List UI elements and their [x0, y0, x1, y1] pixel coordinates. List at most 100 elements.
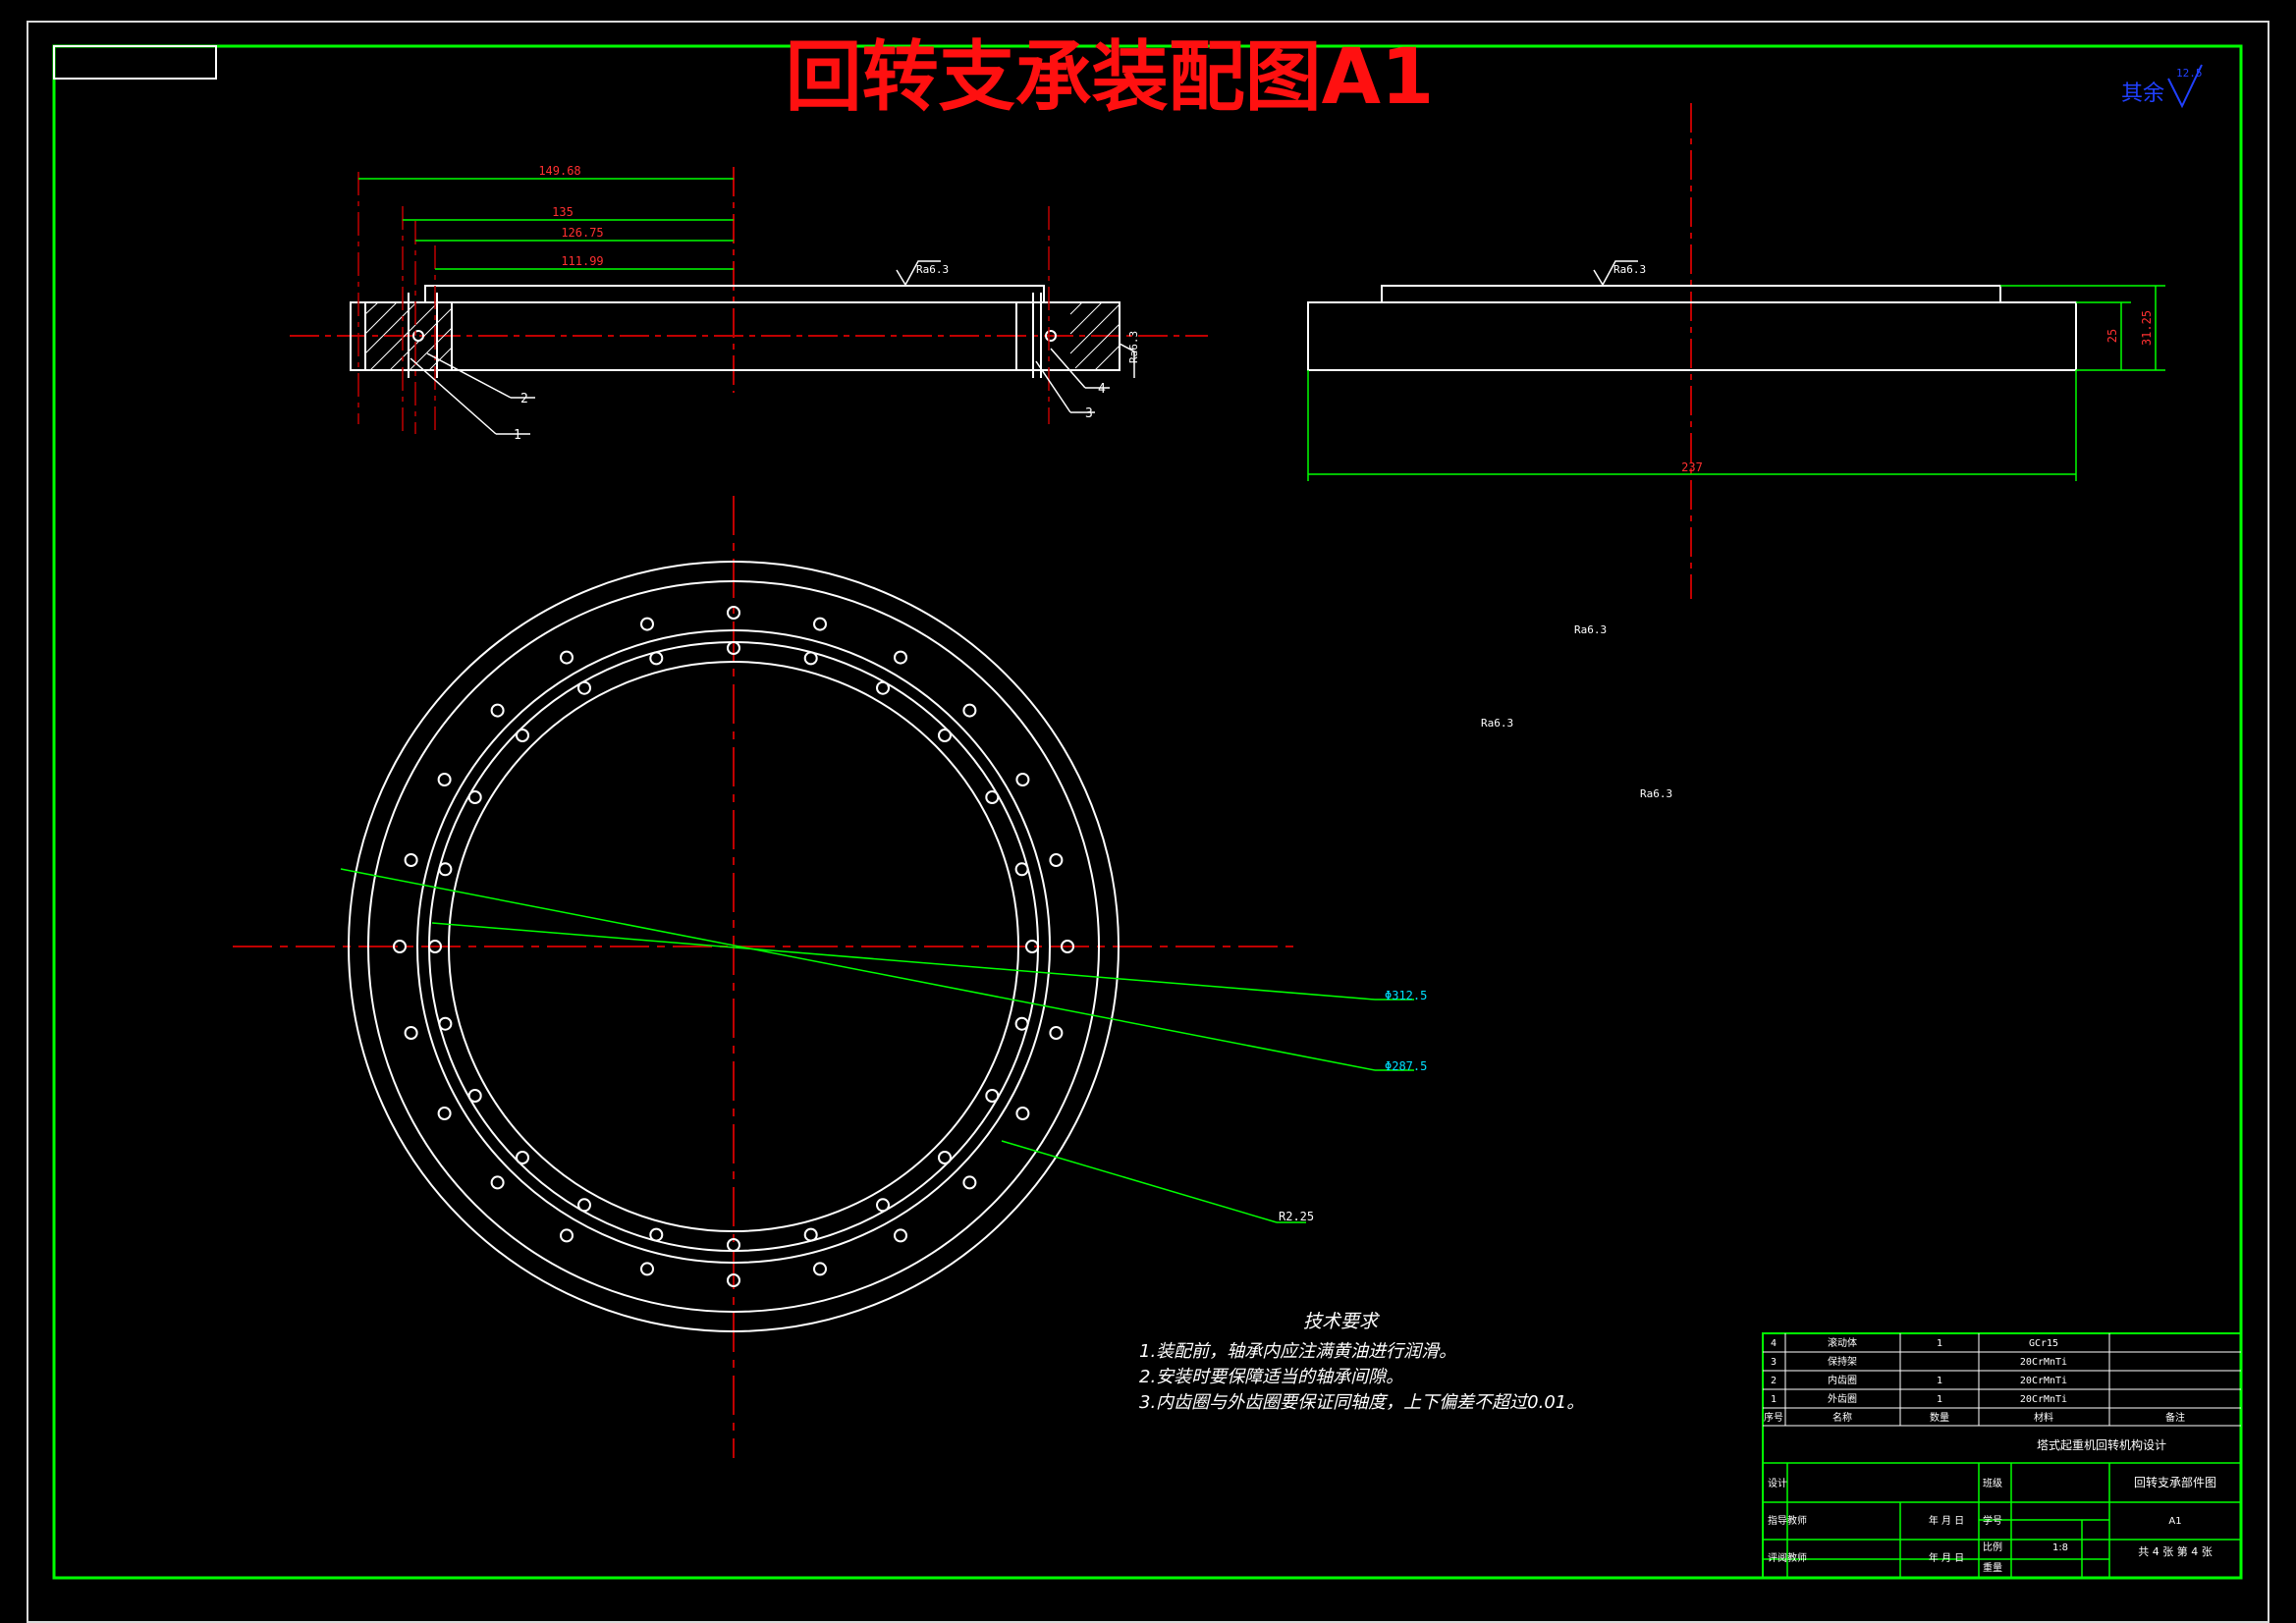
- dim-237: 237: [1681, 460, 1703, 474]
- callout-1: 1: [514, 428, 521, 443]
- drawing-name: 回转支承部件图: [2134, 1475, 2216, 1489]
- roughness-front-right-icon: [1119, 343, 1135, 378]
- dim-126-75: 126.75: [561, 226, 603, 240]
- dim-111-99: 111.99: [561, 254, 603, 268]
- bolt-hole: [1049, 1026, 1064, 1040]
- roughness-label-1: Ra6.3: [1574, 623, 1607, 636]
- bolt-hole: [727, 1273, 740, 1287]
- bolt-hole: [649, 651, 664, 666]
- bolt-hole: [727, 641, 740, 655]
- ball-left: [412, 330, 424, 342]
- bolt-hole: [438, 1016, 453, 1031]
- bolt-hole: [490, 703, 505, 718]
- svg-text:学号: 学号: [1983, 1514, 2002, 1527]
- svg-text:年 月 日: 年 月 日: [1929, 1551, 1964, 1564]
- dim-31-25: 31.25: [2140, 310, 2154, 346]
- roughness-side-top-icon: [1593, 260, 1638, 287]
- bolt-hole: [640, 1262, 654, 1276]
- ring-mid-1: [416, 629, 1051, 1264]
- bolt-hole: [640, 617, 654, 631]
- side-top-flange: [1381, 285, 2001, 303]
- svg-text:指导教师: 指导教师: [1768, 1514, 1807, 1527]
- bolt-hole: [577, 1198, 591, 1213]
- bolt-hole: [803, 651, 818, 666]
- bolt-hole: [803, 1227, 818, 1242]
- bolt-hole: [938, 1151, 952, 1164]
- svg-text:1:8: 1:8: [2052, 1542, 2068, 1553]
- bolt-hole: [962, 1175, 977, 1190]
- roughness-side-top: Ra6.3: [1613, 263, 1646, 276]
- tech-title: 技术要求: [1303, 1311, 1381, 1332]
- svg-text:4: 4: [1771, 1338, 1777, 1349]
- callout-4: 4: [1098, 382, 1106, 397]
- bolt-hole: [428, 940, 442, 953]
- bolt-hole: [404, 853, 418, 867]
- bolt-hole: [490, 1175, 505, 1190]
- ring-outer: [348, 561, 1120, 1332]
- svg-text:名称: 名称: [1832, 1411, 1852, 1424]
- roughness-front-top-icon: [896, 260, 941, 287]
- svg-text:比例: 比例: [1983, 1541, 2002, 1553]
- corner-box: [53, 45, 217, 80]
- bolt-hole: [985, 1089, 1000, 1103]
- bolt-hole: [467, 790, 482, 804]
- bolt-hole: [962, 703, 977, 718]
- dim-25: 25: [2105, 329, 2119, 343]
- ball-right: [1045, 330, 1057, 342]
- roughness-label-3: Ra6.3: [1640, 787, 1672, 800]
- drawing-frame: [52, 44, 2243, 1580]
- svg-text:班级: 班级: [1983, 1478, 2002, 1489]
- roughness-corner-value: 12.5: [2176, 67, 2203, 80]
- svg-text:A1: A1: [2168, 1516, 2181, 1527]
- title-block: 4 滚动体 1 GCr15 3 保持架 20CrMnTi 2 内齿圈 1 20C…: [1762, 1332, 2242, 1579]
- bolt-hole: [1025, 940, 1039, 953]
- dim-149-68: 149.68: [538, 164, 580, 178]
- bolt-hole: [985, 790, 1000, 804]
- dim-135: 135: [552, 205, 574, 219]
- ring-outer-2: [367, 580, 1100, 1313]
- plan-view: Φ312.5 Φ287.5 R2.25: [233, 496, 1427, 1458]
- callout-3: 3: [1085, 406, 1093, 421]
- svg-text:20CrMnTi: 20CrMnTi: [2020, 1376, 2067, 1386]
- bolt-hole: [649, 1227, 664, 1242]
- svg-text:材料: 材料: [2034, 1411, 2053, 1424]
- bolt-hole: [813, 1262, 827, 1276]
- right-section: [1015, 301, 1121, 371]
- bolt-hole: [727, 1238, 740, 1252]
- svg-text:数量: 数量: [1930, 1411, 1949, 1424]
- svg-text:备注: 备注: [2165, 1411, 2185, 1424]
- svg-text:滚动体: 滚动体: [1828, 1336, 1857, 1349]
- bolt-hole: [894, 650, 907, 665]
- main-title: 回转支承装配图A1: [786, 33, 1435, 122]
- svg-text:GCr15: GCr15: [2029, 1338, 2058, 1349]
- sheet-outer-border: [27, 21, 2269, 1623]
- bolt-hole: [516, 1151, 529, 1164]
- dim-dia-287-5: Φ287.5: [1385, 1059, 1427, 1073]
- svg-text:1: 1: [1937, 1376, 1942, 1386]
- svg-text:2: 2: [1771, 1376, 1777, 1386]
- dim-r-2-25: R2.25: [1279, 1210, 1314, 1223]
- svg-text:1: 1: [1937, 1338, 1942, 1349]
- bolt-hole: [1049, 853, 1064, 867]
- tech-item-3: 3.内齿圈与外齿圈要保证同轴度，上下偏差不超过0.01。: [1139, 1392, 1584, 1413]
- roughness-front-right: Ra6.3: [1127, 331, 1140, 363]
- roughness-label-2: Ra6.3: [1481, 717, 1513, 730]
- svg-text:3: 3: [1771, 1357, 1777, 1368]
- bolt-hole: [404, 1026, 418, 1040]
- svg-text:外齿圈: 外齿圈: [1828, 1393, 1857, 1405]
- bolt-hole: [560, 1228, 574, 1243]
- svg-text:共 4 张 第 4 张: 共 4 张 第 4 张: [2138, 1544, 2212, 1558]
- bolt-hole: [1014, 862, 1029, 877]
- front-top-flange: [424, 285, 1045, 303]
- svg-text:内齿圈: 内齿圈: [1828, 1374, 1857, 1386]
- bolt-hole: [560, 650, 574, 665]
- bolt-hole: [938, 729, 952, 742]
- bolt-hole: [1014, 1016, 1029, 1031]
- project-title: 塔式起重机回转机构设计: [2037, 1437, 2166, 1452]
- svg-text:重量: 重量: [1983, 1561, 2002, 1574]
- svg-text:20CrMnTi: 20CrMnTi: [2020, 1394, 2067, 1405]
- svg-text:保持架: 保持架: [1828, 1355, 1857, 1368]
- bolt-hole: [1015, 1107, 1030, 1120]
- outer-bolt-holes: [393, 606, 1074, 1287]
- roughness-symbol-icon: [2167, 64, 2203, 109]
